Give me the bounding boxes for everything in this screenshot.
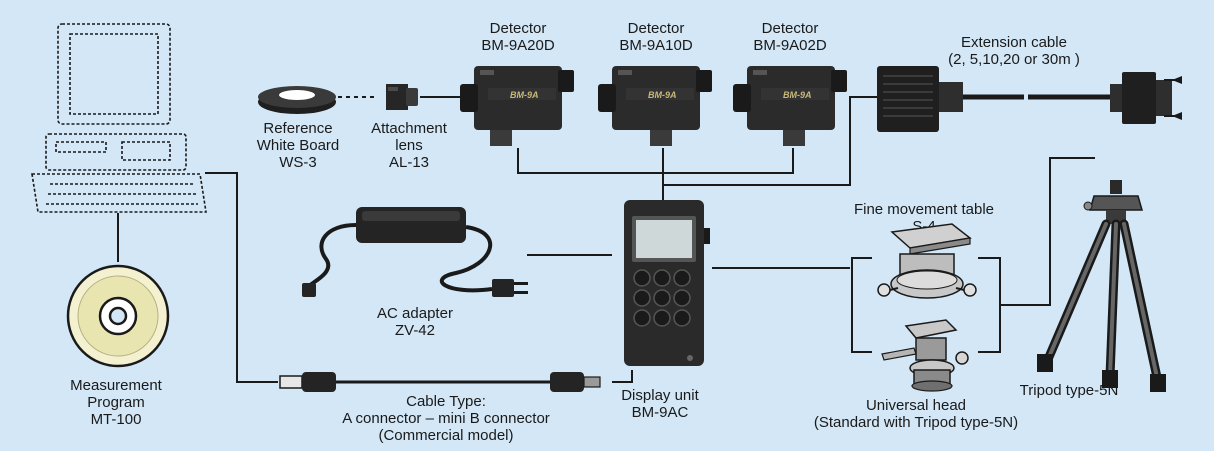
detector-2-badge: BM-9A [648,90,677,100]
detector-3-model: BM-9A02D [753,37,827,54]
universal-head-line1: Universal head [865,397,967,414]
cd-rom-icon [66,264,170,368]
fine-movement-table-icon [877,223,977,299]
usb-cable-icon [279,372,601,392]
program-label: Measurement Program MT-100 [70,377,162,428]
tripod-label: Tripod type-5N [1019,382,1119,399]
tripod-icon [1037,180,1166,392]
universal-head-icon [881,319,969,392]
cable-type-line2: A connector – mini B connector [342,410,550,427]
lens-line3: AL-13 [388,154,430,171]
computer-icon [31,23,207,213]
lens-line2: lens [395,137,423,154]
connector-icon [877,66,963,132]
cable-type-line1: Cable Type: [406,393,486,410]
detector-2-title: Detector [627,20,685,37]
detector-1-model: BM-9A20D [481,37,555,54]
cable-type-line3: (Commercial model) [378,427,514,444]
detector-icon: BM-9A [460,66,574,146]
detector-icon: BM-9A [598,66,712,146]
detector-2-label: Detector BM-9A10D [619,20,692,54]
display-unit-label: Display unit BM-9AC [621,387,699,421]
ac-adapter-line2: ZV-42 [394,322,436,339]
program-line3: MT-100 [90,411,142,428]
white-board-line1: Reference [263,120,333,137]
detector-3-badge: BM-9A [783,90,812,100]
lens-icon [386,84,418,110]
connector-icon [1110,72,1182,124]
white-board-icon [258,86,336,114]
white-board-line2: White Board [256,137,340,154]
detector-icon: BM-9A [733,66,847,146]
detector-1-label: Detector BM-9A20D [481,20,554,54]
display-unit-line2: BM-9AC [631,404,689,421]
detector-3-title: Detector [761,20,819,37]
detector-3-label: Detector BM-9A02D [753,20,826,54]
detector-1-title: Detector [489,20,547,37]
ac-adapter-icon [302,207,528,297]
extension-cable-label: Extension cable (2, 5,10,20 or 30m ) [948,34,1080,68]
ac-adapter-label: AC adapter ZV-42 [377,305,453,339]
extension-cable-lengths: (2, 5,10,20 or 30m ) [948,51,1080,68]
ac-adapter-line1: AC adapter [377,305,453,322]
detector-1-badge: BM-9A [510,90,539,100]
display-unit-icon [624,200,710,366]
cable-type-label: Cable Type: A connector – mini B connect… [342,393,550,444]
universal-head-line2: (Standard with Tripod type-5N) [813,414,1019,431]
lens-line1: Attachment [371,120,447,137]
extension-cable-title: Extension cable [961,34,1067,51]
universal-head-label: Universal head (Standard with Tripod typ… [814,397,1018,431]
fine-movement-table-line1: Fine movement table [853,201,995,218]
program-line2: Program [87,394,145,411]
display-unit-line1: Display unit [621,387,699,404]
white-board-line3: WS-3 [279,154,317,171]
program-line1: Measurement [70,377,162,394]
detector-2-model: BM-9A10D [619,37,693,54]
white-board-label: Reference White Board WS-3 [257,120,340,171]
lens-label: Attachment lens AL-13 [371,120,447,171]
